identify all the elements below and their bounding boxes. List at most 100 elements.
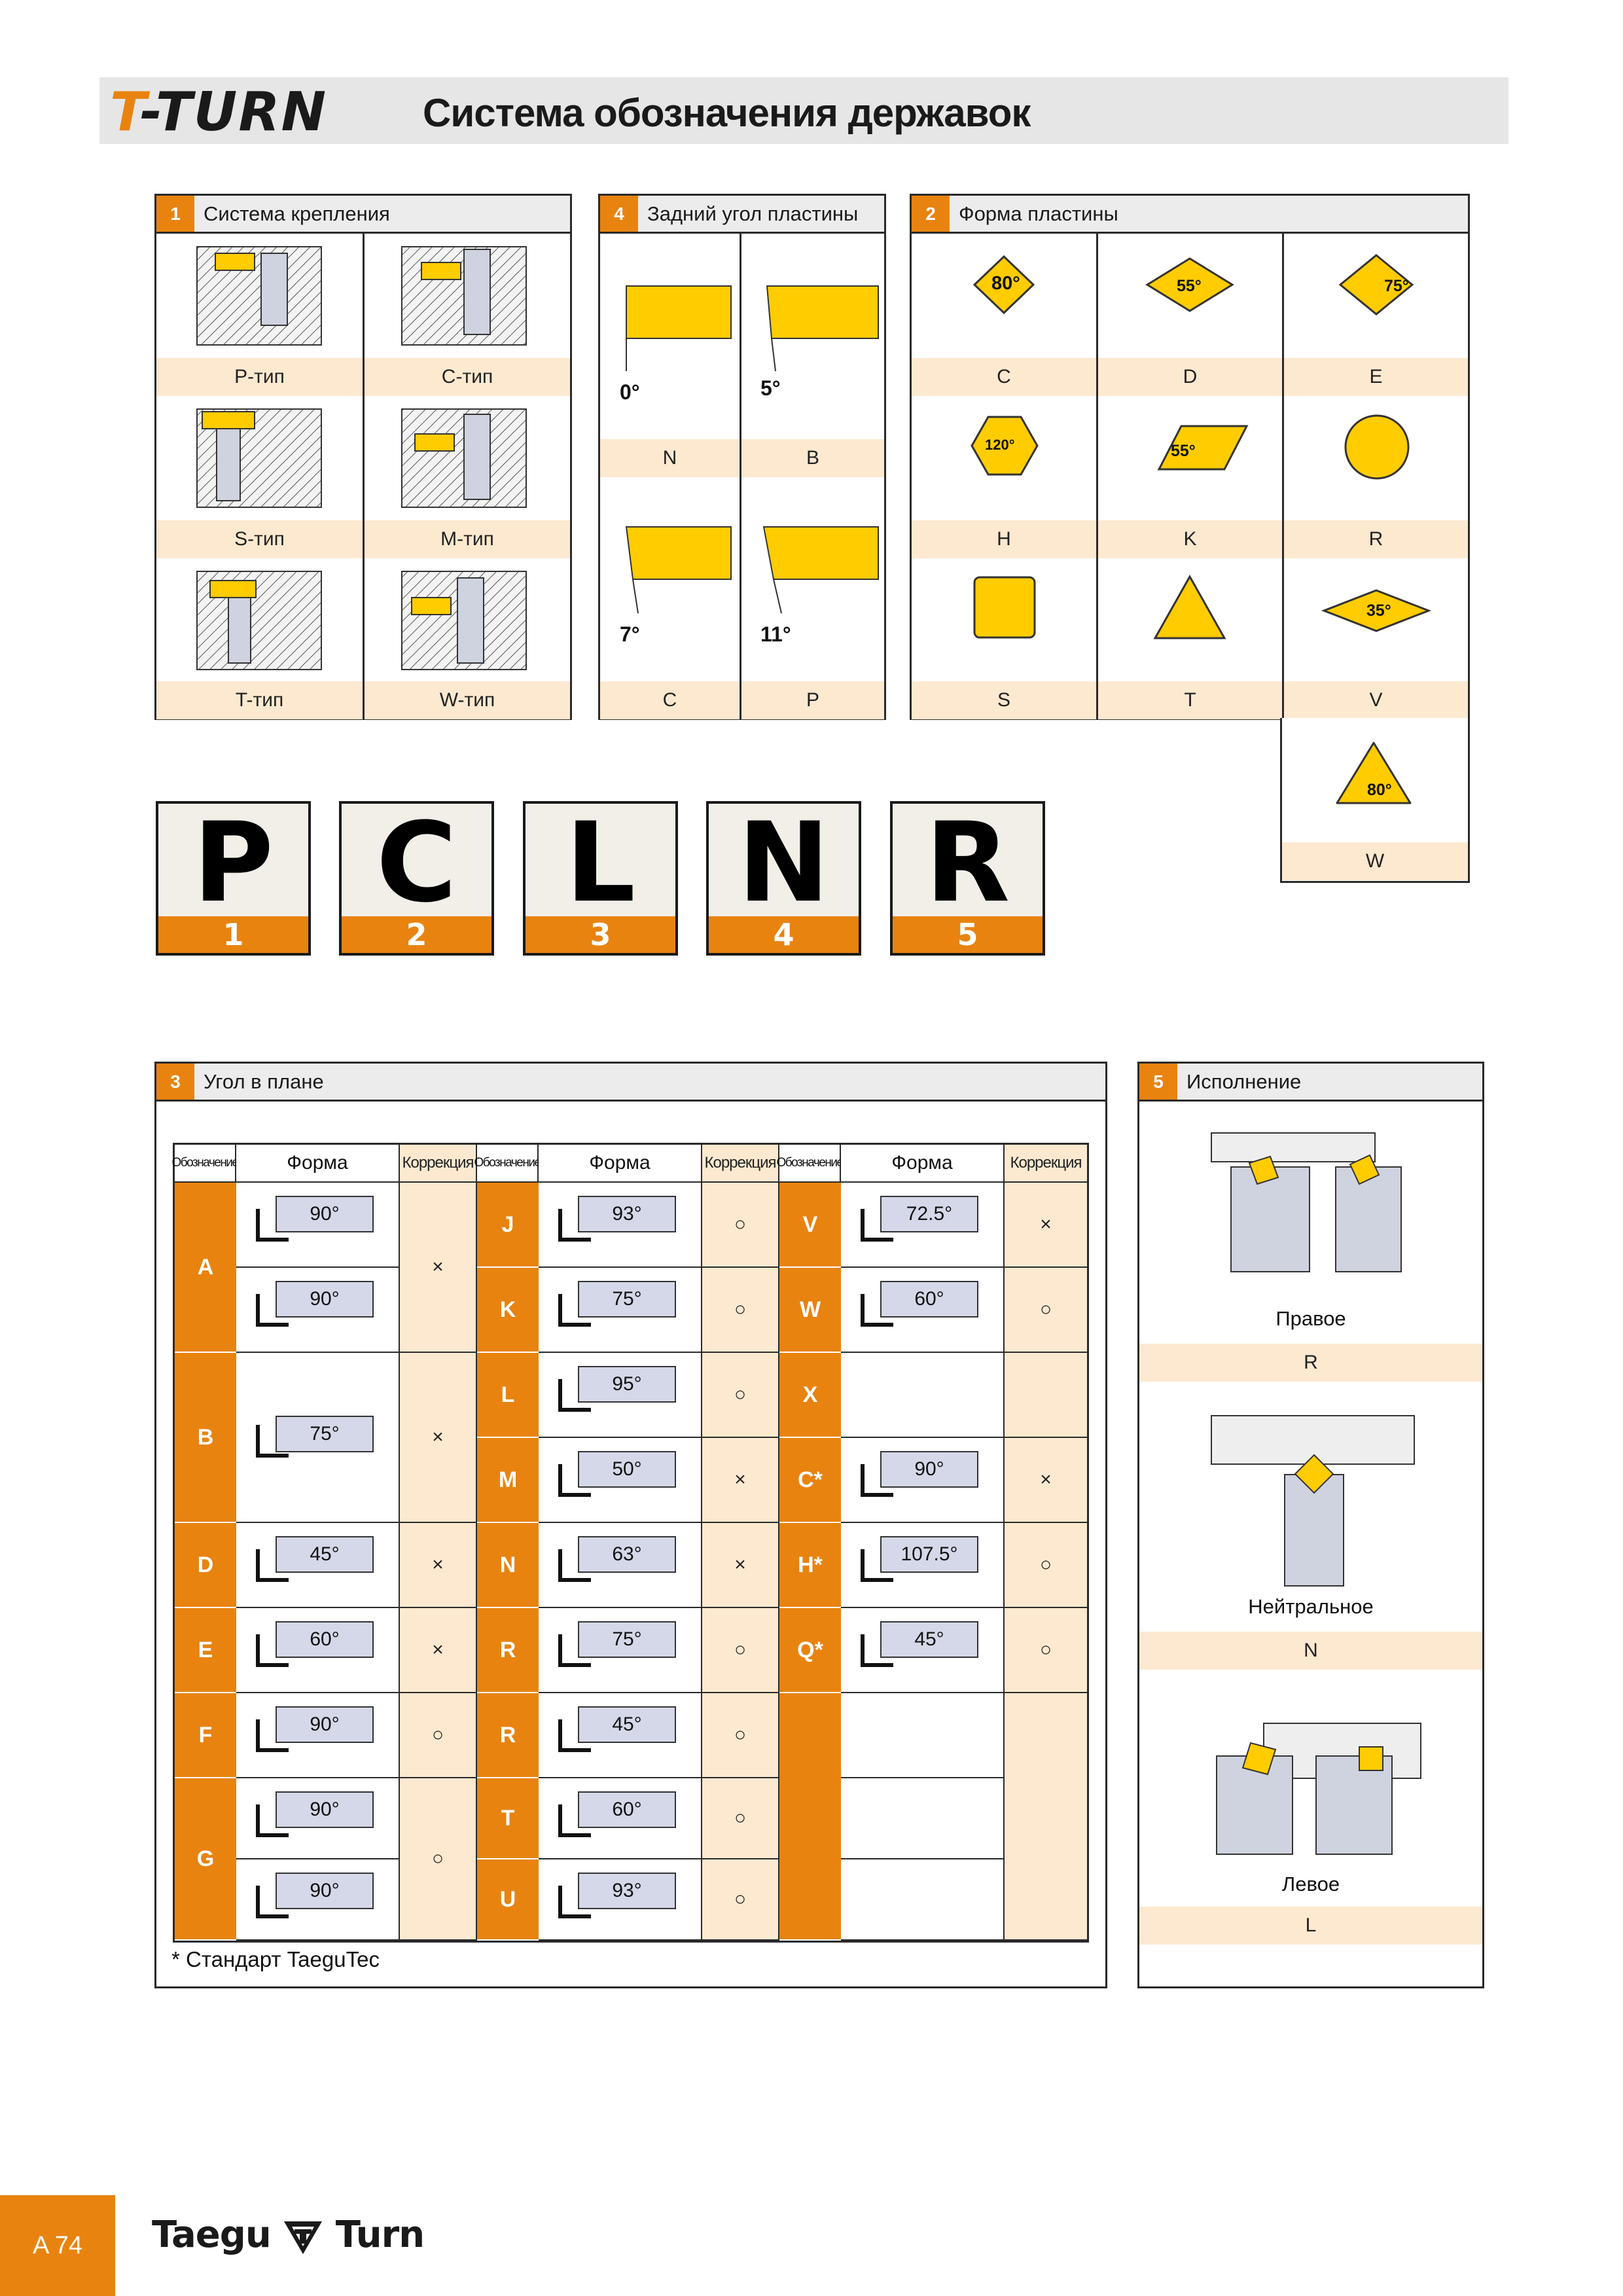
shape-cell: 60° — [841, 1268, 1005, 1353]
shape-cell: 63° — [539, 1523, 702, 1608]
header-correction: Коррекция — [400, 1145, 477, 1183]
section-title: Задний угол пластины — [647, 202, 859, 225]
footer-logo: Taegu Turn — [152, 2214, 425, 2256]
angle-box: 90° — [276, 1873, 374, 1909]
toolholder-icon — [861, 1209, 893, 1242]
correction-cell: ○ — [702, 1859, 779, 1941]
shape-code: V — [1284, 681, 1468, 719]
shape-angle-label: 75° — [1384, 277, 1409, 295]
shape-angle-label: 80° — [991, 273, 1020, 294]
section-header: 5 Исполнение — [1139, 1064, 1482, 1102]
toolholder-icon — [558, 1804, 591, 1837]
toolholder-icon — [256, 1634, 289, 1667]
shape-cell: 60° — [236, 1608, 400, 1693]
type-label: C-тип — [365, 358, 570, 396]
footer-logo-left: Taegu — [152, 2214, 272, 2256]
section-header: 1 Система крепления — [156, 196, 570, 234]
shape-angle-label: 55° — [1171, 442, 1196, 460]
section-header: 4 Задний угол пластины — [600, 196, 884, 234]
code-position: 4 — [709, 916, 859, 953]
type-label: S-тип — [156, 520, 363, 558]
code-letter: N — [738, 798, 830, 927]
designation-cell: A — [175, 1183, 236, 1353]
type-label: T-тип — [156, 681, 363, 719]
shape-cell: 90° — [236, 1778, 400, 1859]
toolholder-icon — [558, 1379, 591, 1412]
shape-cell: 90° — [236, 1859, 400, 1941]
designation-cell: R — [477, 1693, 539, 1778]
shape-cell — [841, 1778, 1005, 1859]
code-box-2: C 2 — [339, 801, 494, 956]
angle-box: 90° — [276, 1706, 374, 1743]
designation-cell: M — [477, 1438, 539, 1523]
insert-0-deg — [626, 285, 732, 371]
shape-cell: 93° — [539, 1859, 702, 1941]
page-number: A 74 — [0, 2195, 115, 2296]
code-box-1: P 1 — [156, 801, 311, 956]
footer-logo-right: Turn — [335, 2214, 425, 2256]
angle-label: 0° — [620, 380, 640, 404]
shape-s — [973, 576, 1036, 639]
toolholder-icon — [256, 1886, 289, 1918]
designation-cell: N — [477, 1523, 539, 1608]
shape-code: E — [1284, 358, 1468, 396]
header-shape: Форма — [841, 1145, 1005, 1183]
shape-angle-label: 120° — [985, 437, 1015, 453]
designation-cell: J — [477, 1183, 539, 1268]
toolholder-icon — [861, 1464, 893, 1497]
section-title: Исполнение — [1186, 1069, 1302, 1093]
toolholder-icon — [558, 1464, 591, 1497]
toolholder-icon — [558, 1886, 591, 1918]
designation-cell: D — [175, 1523, 236, 1608]
section-number: 3 — [156, 1064, 194, 1100]
toolholder-icon — [256, 1549, 289, 1582]
code-letter: L — [565, 798, 636, 927]
shape-code: H — [912, 520, 1096, 558]
angle-box: 90° — [276, 1281, 374, 1318]
shape-cell: 93° — [539, 1183, 702, 1268]
shape-cell: 45° — [539, 1693, 702, 1778]
designation-cell: Q* — [779, 1608, 841, 1693]
toolholder-icon — [256, 1719, 289, 1752]
code-letter: P — [192, 798, 274, 927]
angle-box: 50° — [578, 1451, 676, 1488]
shape-cell: 50° — [539, 1438, 702, 1523]
designation-cell: V — [779, 1183, 841, 1268]
toolholder-icon — [861, 1549, 893, 1582]
shape-angle-label: 35° — [1366, 601, 1391, 620]
angle-box: 95° — [578, 1366, 676, 1403]
correction-cell: × — [1005, 1183, 1087, 1268]
angle-box: 75° — [276, 1416, 374, 1452]
correction-cell: × — [400, 1353, 477, 1523]
toolholder-icon — [256, 1294, 289, 1327]
header-designation: Обозначение — [777, 1145, 844, 1183]
w-type-illustration — [401, 571, 527, 670]
hand-name: Нейтральное — [1248, 1595, 1374, 1618]
type-label: W-тип — [365, 681, 570, 719]
code-label: P — [741, 681, 884, 719]
angle-box: 90° — [880, 1451, 978, 1488]
angle-box: 107.5° — [880, 1536, 978, 1573]
code-position: 5 — [893, 916, 1043, 953]
shape-angle-label: 55° — [1177, 277, 1202, 295]
correction-cell: ○ — [702, 1183, 779, 1268]
clamping-illustrations — [196, 246, 527, 670]
code-label: N — [600, 439, 740, 477]
correction-cell — [1005, 1353, 1087, 1438]
toolholder-icon — [558, 1294, 591, 1327]
hand-code: L — [1139, 1907, 1482, 1945]
correction-cell: ○ — [702, 1608, 779, 1693]
shape-cell: 95° — [539, 1353, 702, 1438]
type-label: P-тип — [156, 358, 363, 396]
divider — [740, 234, 741, 718]
shape-cell: 45° — [841, 1608, 1005, 1693]
page-title: Система обозначения державок — [423, 91, 1031, 135]
toolholder-icon — [558, 1549, 591, 1582]
type-label: M-тип — [365, 520, 570, 558]
designation-cell: K — [477, 1268, 539, 1353]
hand-code: R — [1139, 1344, 1482, 1382]
correction-cell: ○ — [1005, 1268, 1087, 1353]
toolholder-icon — [861, 1294, 893, 1327]
angle-box: 60° — [880, 1281, 978, 1318]
shape-cell: 90° — [236, 1183, 400, 1268]
